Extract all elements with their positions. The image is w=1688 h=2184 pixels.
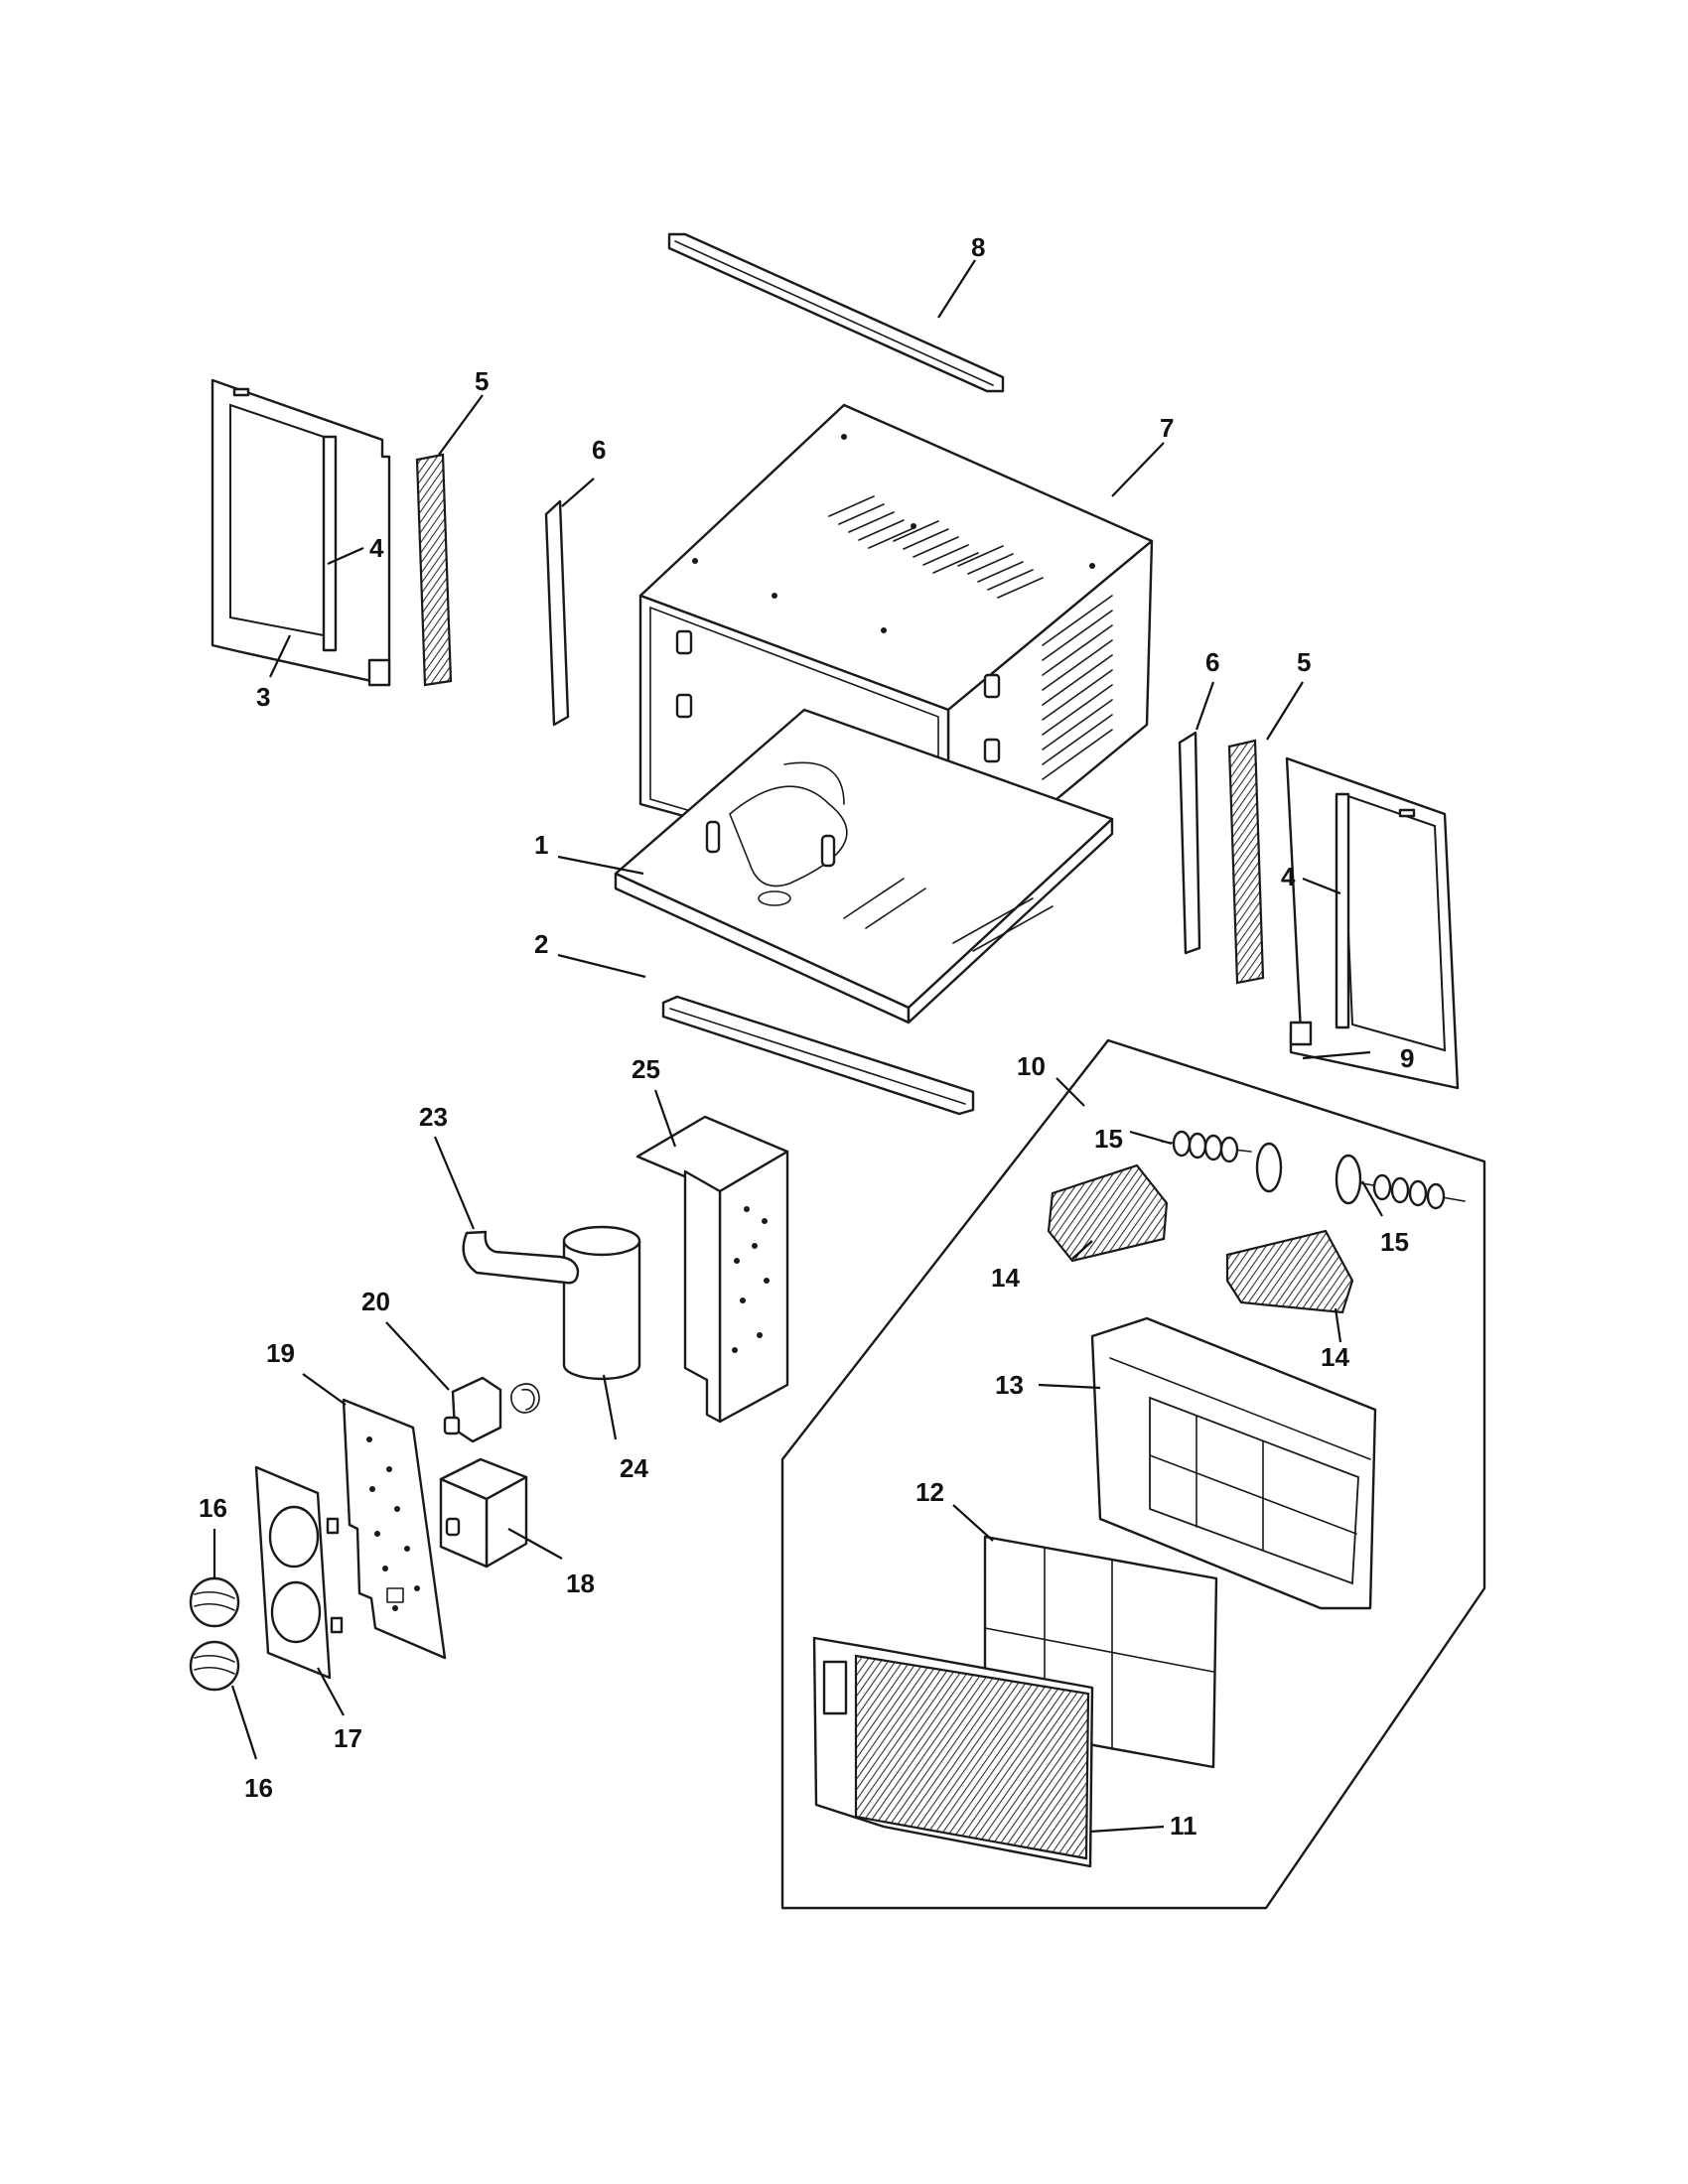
- callout-6-right: 6: [1205, 647, 1219, 677]
- callout-18: 18: [566, 1569, 595, 1598]
- callout-16-top: 16: [199, 1493, 227, 1523]
- callout-14-left: 14: [991, 1263, 1020, 1293]
- leader-lines: [212, 259, 1383, 1834]
- callout-19: 19: [266, 1338, 295, 1368]
- callout-7: 7: [1160, 413, 1174, 443]
- louver-right-part: [1225, 1229, 1354, 1314]
- front-panel-kit-outline: [780, 1038, 1486, 1910]
- callout-9: 9: [1400, 1043, 1414, 1073]
- callout-20: 20: [361, 1287, 390, 1316]
- capacitor-strap-part: [462, 1230, 580, 1285]
- callout-12: 12: [915, 1477, 944, 1507]
- callout-4-right: 4: [1281, 862, 1296, 891]
- louver-left-part: [1047, 1163, 1169, 1263]
- top-rail-part: [667, 232, 1005, 393]
- callout-8: 8: [971, 232, 985, 262]
- callout-2: 2: [534, 929, 548, 959]
- louver-shaft-right-part: [1335, 1154, 1466, 1210]
- callout-5-left: 5: [475, 366, 489, 396]
- callout-1: 1: [534, 830, 548, 860]
- right-curtain-frame-part: [1285, 756, 1460, 1090]
- callout-6-left: 6: [592, 435, 606, 465]
- control-box-bracket-part: [635, 1115, 789, 1424]
- callout-labels: 1 2 3 4 5 6 7 8 4 9 6 5 10 11 12 13 14 1…: [199, 232, 1414, 1841]
- callout-5-right: 5: [1297, 647, 1311, 677]
- bottom-rail-part: [661, 995, 975, 1116]
- front-frame-part: [1090, 1316, 1377, 1610]
- callout-16-bottom: 16: [244, 1773, 273, 1803]
- callout-3: 3: [256, 682, 270, 712]
- selector-switch-part: [443, 1376, 540, 1443]
- callout-15-right: 15: [1380, 1227, 1409, 1257]
- capacitor-part: [562, 1225, 641, 1381]
- circuit-board-part: [342, 1398, 447, 1660]
- callout-13: 13: [995, 1370, 1024, 1400]
- right-seal-strip-part: [1227, 739, 1265, 985]
- left-gasket-part: [544, 499, 570, 727]
- front-grille-part: [812, 1636, 1094, 1868]
- left-curtain-frame-part: [211, 378, 391, 687]
- callout-15-left: 15: [1094, 1124, 1123, 1154]
- left-seal-strip-part: [415, 453, 453, 687]
- callout-4-left: 4: [369, 533, 384, 563]
- callout-17: 17: [334, 1723, 362, 1753]
- callout-24: 24: [620, 1453, 648, 1483]
- callout-23: 23: [419, 1102, 448, 1132]
- callout-10: 10: [1017, 1051, 1046, 1081]
- callout-14-right: 14: [1321, 1342, 1349, 1372]
- callout-25: 25: [632, 1054, 660, 1084]
- base-pan-part: [614, 708, 1114, 1024]
- louver-shaft-left-part: [1161, 1130, 1283, 1193]
- callout-11: 11: [1170, 1811, 1197, 1841]
- thermostat-block-part: [439, 1457, 528, 1569]
- control-panel-housing-part: [254, 1465, 344, 1680]
- control-knobs-part: [189, 1576, 240, 1692]
- right-gasket-part: [1178, 731, 1201, 955]
